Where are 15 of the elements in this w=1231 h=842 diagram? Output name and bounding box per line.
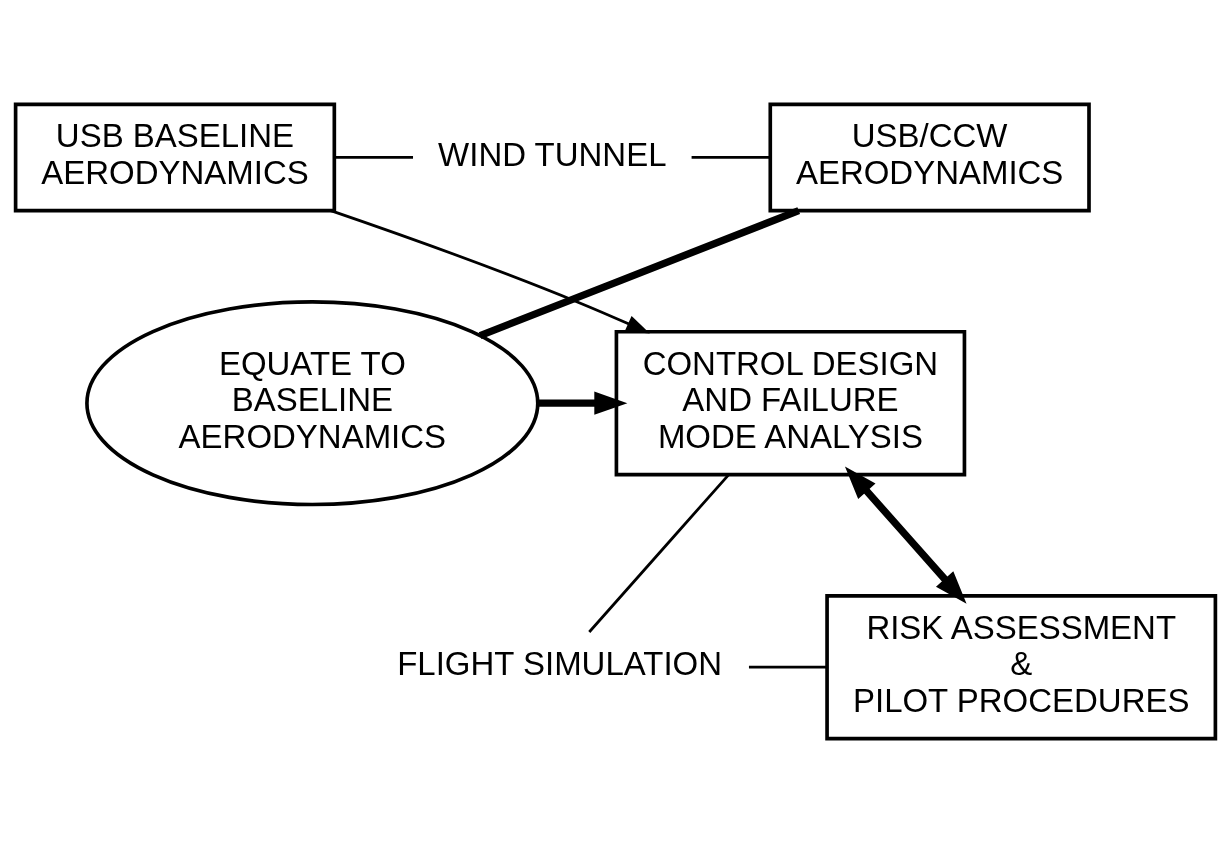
arrow <box>537 391 628 415</box>
arrow <box>844 466 967 604</box>
node-box: USB BASELINE AERODYNAMICS <box>13 102 337 212</box>
node-ellipse: EQUATE TO BASELINE AERODYNAMICS <box>85 299 540 506</box>
connector <box>748 665 827 669</box>
node-text: FLIGHT SIMULATION <box>397 644 723 682</box>
node-box: USB/CCW AERODYNAMICS <box>768 102 1091 212</box>
connector <box>334 155 413 159</box>
connector <box>588 473 730 633</box>
node-text: WIND TUNNEL <box>438 135 667 173</box>
arrow <box>330 208 650 333</box>
node-box: CONTROL DESIGN AND FAILURE MODE ANALYSIS <box>614 329 967 476</box>
node-box: RISK ASSESSMENT & PILOT PROCEDURES <box>825 593 1218 740</box>
connector <box>691 155 771 159</box>
connector <box>478 206 801 339</box>
